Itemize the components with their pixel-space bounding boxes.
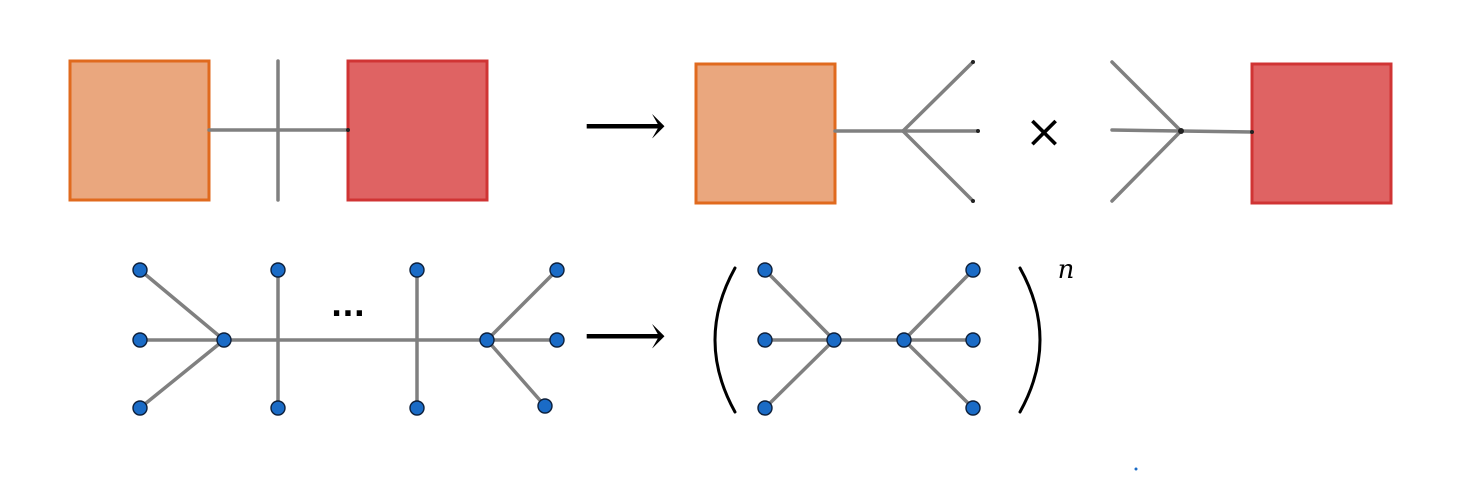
right-tensor-block-rhs: [1252, 64, 1391, 203]
chain-node: [132, 400, 148, 416]
left-tensor-block-rhs-outline: [694, 62, 837, 205]
fork-middle-leg: [1110, 128, 1183, 133]
chain-node: [409, 262, 425, 278]
unit-node: [896, 332, 912, 348]
stray-dot: [1134, 467, 1138, 471]
unit-node: [965, 332, 981, 348]
unit-node: [757, 332, 773, 348]
left-tensor-block-rhs: [696, 64, 835, 203]
fork-joint: [1178, 128, 1184, 134]
fork-tip: [976, 129, 980, 133]
left-parenthesis: [713, 266, 737, 414]
rhs-left-factor: [694, 60, 980, 205]
row-chain-factorization: ... ⟶: [132, 255, 1138, 471]
lhs-chain: ...: [132, 262, 565, 416]
unit-node: [757, 400, 773, 416]
chain-node: [132, 332, 148, 348]
rhs-repeated-unit: n: [713, 255, 1075, 416]
unit-node: [965, 400, 981, 416]
fork-stem: [1179, 129, 1254, 134]
unit-edge: [902, 268, 975, 342]
chain-node: [216, 332, 232, 348]
fork-upper-leg: [1110, 60, 1183, 133]
chain-node: [132, 262, 148, 278]
chain-node: [537, 398, 553, 414]
right-parenthesis: [1018, 266, 1042, 414]
chain-edge: [138, 338, 226, 410]
chain-edge: [138, 268, 226, 342]
fork-lower-leg: [1110, 129, 1183, 203]
arrow-symbol-row2: ⟶: [583, 301, 666, 369]
left-tensor-block: [70, 61, 209, 200]
chain-node: [409, 400, 425, 416]
fork-lower-leg: [901, 129, 975, 203]
chain-node: [549, 332, 565, 348]
unit-edge: [763, 268, 836, 342]
bond-tip: [1250, 130, 1254, 134]
row-block-decomposition: ⟶ ×: [68, 59, 1393, 205]
chain-node: [549, 262, 565, 278]
chain-node: [479, 332, 495, 348]
times-symbol: ×: [1025, 104, 1064, 158]
unit-edge: [902, 338, 975, 410]
exponent-n: n: [1058, 255, 1075, 285]
chain-edge: [485, 338, 547, 408]
unit-edge: [763, 338, 836, 410]
lhs-block-pair: [68, 59, 489, 202]
arrow-symbol-row1: ⟶: [583, 91, 666, 159]
unit-node: [965, 262, 981, 278]
chain-edge: [485, 268, 559, 342]
bond-tip: [346, 128, 350, 132]
fork-tip: [971, 60, 975, 64]
unit-node: [826, 332, 842, 348]
chain-node: [270, 262, 286, 278]
chain-node: [270, 400, 286, 416]
fork-upper-leg: [901, 60, 975, 133]
fork-tip: [971, 199, 975, 203]
unit-node: [757, 262, 773, 278]
right-tensor-block: [348, 61, 487, 200]
rhs-right-factor: [1110, 60, 1393, 205]
chain-ellipsis: ...: [331, 289, 365, 324]
